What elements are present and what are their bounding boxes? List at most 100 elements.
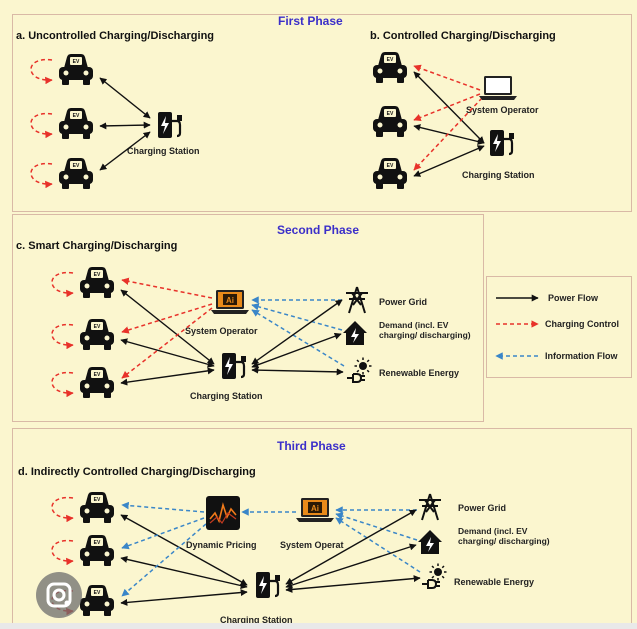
svg-text:EV: EV [73, 163, 80, 169]
second-phase-frame [12, 214, 484, 422]
panel-c-house-icon [343, 321, 367, 345]
panel-d-solar-plug-icon [422, 563, 447, 589]
svg-text:Ai: Ai [226, 296, 234, 305]
bottom-shadow [0, 623, 637, 629]
svg-text:EV: EV [94, 590, 101, 596]
panel-d-car-icon: EV [80, 535, 114, 566]
panel-a-self-control-arrow [30, 112, 53, 139]
panel-b-power-flow [413, 145, 485, 177]
panel-b-charging-station-icon [490, 130, 514, 156]
svg-text:Ai: Ai [311, 504, 319, 513]
panel-b-system-operator-label: System Operator [466, 105, 539, 115]
panel-c-power-flow [251, 332, 342, 369]
panel-a-self-control-arrow [30, 162, 53, 189]
panel-d-dynamic-pricing-icon [206, 496, 240, 530]
panel-b-charging-station-label: Charging Station [462, 170, 535, 180]
panel-c-self-control-arrow [51, 323, 74, 350]
panel-c-power-grid-label: Power Grid [379, 297, 428, 307]
first-phase-title: First Phase [278, 14, 343, 28]
panel-d-info-arrow [335, 512, 418, 541]
panel-d-title: d. Indirectly Controlled Charging/Discha… [18, 466, 256, 478]
panel-c-self-control-arrow [51, 371, 74, 398]
svg-text:EV: EV [387, 57, 394, 63]
panel-d-info-arrow [121, 501, 205, 513]
panel-b-power-flow [413, 124, 485, 145]
panel-c-power-flow [120, 367, 215, 386]
panel-d-house-icon [418, 530, 442, 554]
panel-d-ai-laptop-icon: Ai [296, 498, 334, 522]
panel-c-power-flow [251, 299, 343, 365]
legend-charging-control-label: Charging Control [545, 319, 619, 329]
panel-b-laptop-icon [479, 76, 517, 100]
panel-a-self-control-arrow [30, 58, 53, 85]
panel-d-self-control-arrow [51, 539, 74, 566]
legend-power-flow-label: Power Flow [548, 293, 599, 303]
panel-b-control-arrow [413, 97, 483, 171]
panel-a-charging-station-label: Charging Station [127, 146, 200, 156]
panel-b-car-icon: EV [373, 158, 407, 189]
svg-text:EV: EV [387, 111, 394, 117]
panel-c-renewable-label: Renewable Energy [379, 368, 460, 378]
panel-c-power-flow [251, 366, 344, 376]
panel-b-car-icon: EV [373, 52, 407, 83]
panel-d-info-arrow [121, 517, 205, 550]
svg-text:EV: EV [94, 497, 101, 503]
panel-a-title: a. Uncontrolled Charging/Discharging [16, 30, 215, 42]
panel-c-ai-laptop-icon: Ai [211, 290, 249, 314]
google-lens-button[interactable] [36, 572, 82, 618]
panel-d-info-arrow [335, 517, 421, 573]
panel-d-car-icon: EV [80, 585, 114, 616]
panel-c-solar-plug-icon [347, 357, 372, 383]
panel-c-demand-label: Demand (incl. EV charging/ discharging) [379, 320, 471, 340]
panel-c-control-arrow [121, 303, 213, 334]
panel-b-control-arrow [413, 64, 481, 91]
panel-d-power-tower-icon [419, 493, 441, 521]
panel-c-car-icon: EV [80, 367, 114, 398]
svg-text:EV: EV [94, 372, 101, 378]
svg-text:EV: EV [94, 324, 101, 330]
second-phase-title: Second Phase [277, 223, 360, 237]
panel-c-control-arrow [121, 277, 213, 299]
panel-d-car-icon: EV [80, 492, 114, 523]
panel-a-power-flow [99, 121, 151, 130]
panel-c-charging-station-label: Charging Station [190, 391, 263, 401]
svg-text:EV: EV [94, 272, 101, 278]
legend-information-flow-label: Information Flow [545, 351, 618, 361]
panel-c-power-flow [120, 338, 215, 368]
panel-b-car-icon: EV [373, 106, 407, 137]
panel-c-control-arrow [121, 307, 213, 379]
panel-a-car-icon: EV [59, 108, 93, 139]
svg-text:EV: EV [73, 113, 80, 119]
panel-c-self-control-arrow [51, 271, 74, 298]
google-lens-icon [46, 582, 72, 608]
svg-text:EV: EV [387, 163, 394, 169]
panel-d-charging-station-label: Charging Station [220, 615, 293, 625]
panel-a-charging-station-icon [158, 112, 182, 138]
panel-d-power-flow [120, 589, 248, 606]
panel-c-power-tower-icon [346, 286, 368, 314]
panel-c-charging-station-icon [222, 353, 246, 379]
first-phase-frame [12, 14, 632, 212]
panel-c-car-icon: EV [80, 267, 114, 298]
panel-d-power-grid-label: Power Grid [458, 503, 507, 513]
panel-d-power-flow [120, 556, 248, 589]
panel-d-power-flow [285, 575, 421, 593]
legend-frame [486, 276, 632, 378]
svg-text:EV: EV [73, 59, 80, 65]
panel-d-self-control-arrow [51, 496, 74, 523]
panel-d-demand-label: Demand (incl. EV charging/ discharging) [458, 526, 550, 546]
panel-b-power-flow [413, 71, 485, 144]
panel-c-system-operator-label: System Operator [185, 326, 258, 336]
panel-a-car-icon: EV [59, 158, 93, 189]
panel-d-charging-station-icon [256, 572, 280, 598]
panel-d-info-arrow [121, 523, 207, 597]
panel-c-title: c. Smart Charging/Discharging [16, 240, 178, 252]
panel-d-renewable-label: Renewable Energy [454, 577, 535, 587]
panel-a-power-flow [99, 131, 151, 171]
panel-b-control-arrow [413, 93, 481, 122]
panel-a-power-flow [99, 77, 151, 119]
panel-a-car-icon: EV [59, 54, 93, 85]
panel-c-car-icon: EV [80, 319, 114, 350]
